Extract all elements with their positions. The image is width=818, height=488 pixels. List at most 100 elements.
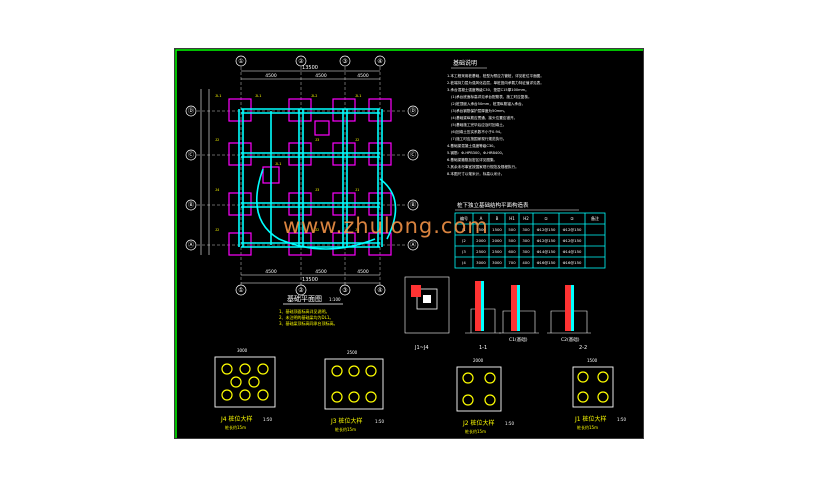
note-line: 3.承台混凝土强度等级C30，垫层C15厚100mm。 [447, 87, 529, 92]
table-cell: 3000 [476, 260, 486, 265]
svg-text:J3: J3 [315, 188, 319, 192]
pile-cap-label: J4 桩位大样 [220, 415, 253, 423]
table-cell: 500 [508, 227, 516, 232]
svg-text:J1: J1 [355, 188, 359, 192]
table-cell: Φ16@150 [563, 260, 582, 265]
dim-bottom-span: 4500 [357, 269, 369, 275]
table-cell: 1500 [476, 227, 486, 232]
notes-title: 基础说明 [453, 59, 477, 67]
dim-bottom-span: 4500 [265, 269, 277, 275]
pile-cap-dim: 3000 [237, 348, 248, 353]
axis-label-left: Ⓐ [188, 241, 194, 249]
pile-cap-scale: 1:50 [505, 421, 514, 426]
dim-bottom-total: 13500 [302, 277, 318, 283]
section-details: J1~J4 1-1 C1(基础) C2(基础) 2-2 [404, 276, 591, 351]
table-header: A [480, 216, 483, 221]
table-title: 桩下独立基础结构平面构造表 [457, 201, 529, 209]
plan-title: 基础平面图 [287, 294, 322, 303]
table-cell: J3 [461, 249, 466, 254]
detail-label: C2(基础) [561, 336, 580, 343]
table-cell: 3000 [492, 260, 502, 265]
table-cell: 400 [522, 260, 530, 265]
axis-label-bottom: ① [238, 287, 243, 294]
table-cell: 2000 [476, 238, 486, 243]
pile-cap-layouts: J4 桩位大样 1:50 桩长约15m 3000 J3 桩位大样 1:50 桩长… [214, 348, 626, 434]
svg-text:JL2: JL2 [311, 94, 317, 98]
axis-label-bottom: ② [298, 287, 304, 294]
table-cell: J2 [461, 238, 466, 243]
green-frame [175, 49, 643, 438]
svg-text:J4: J4 [215, 188, 219, 192]
drawing-sheet: 13500 4500 4500 4500 4500 4500 4500 1350… [174, 48, 644, 439]
svg-text:J1: J1 [355, 228, 359, 232]
table-cell: 2500 [476, 249, 486, 254]
pile-cap-note: 桩长约15m [577, 424, 598, 430]
axis-label-right: Ⓓ [410, 107, 416, 115]
note-line: 1.本工程采用桩基础，桩型为预应力管桩，详见桩位平面图。 [447, 73, 544, 78]
axis-label-right: Ⓑ [410, 201, 416, 209]
table-header: 编号 [460, 215, 468, 221]
note-line: (4)基础梁纵筋应贯通，接头位置应错开。 [451, 115, 517, 120]
note-line: 4.基础梁混凝土强度等级C30。 [447, 143, 497, 148]
table-cell: Φ12@150 [537, 227, 556, 232]
detail-label: 2-2 [579, 345, 587, 351]
table-cell: Φ16@150 [537, 260, 556, 265]
svg-text:J2: J2 [215, 138, 219, 142]
axis-label-bottom: ③ [342, 287, 347, 294]
plan-note: 1、基础顶面标高详见说明。 [279, 308, 330, 314]
svg-text:J2: J2 [355, 138, 359, 142]
svg-text:JL1: JL1 [355, 94, 361, 98]
pile-cap-scale: 1:50 [375, 419, 384, 424]
pile-cap-note: 桩长约15m [465, 428, 486, 434]
table-cell: J1 [461, 227, 466, 232]
table-cell: 300 [522, 249, 530, 254]
pile-cap-dim: 2500 [347, 350, 358, 355]
plan-note: 3、基础梁顶标高同承台顶标高。 [279, 320, 338, 326]
note-line: (7)施工时应按国家现行规范执行。 [451, 136, 506, 141]
pile-cap-scale: 1:50 [617, 417, 626, 422]
table-cell: Φ12@150 [563, 238, 582, 243]
note-line: 2.桩端持力层为强风化岩层，单桩竖向承载力特征值详见表。 [447, 80, 544, 85]
note-line: (3)承台钢筋保护层厚度为50mm。 [451, 108, 507, 113]
table-cell: 300 [522, 227, 530, 232]
pile-cap-dim: 2000 [473, 358, 484, 363]
table-cell: 600 [508, 249, 516, 254]
dim-top-total: 13500 [302, 65, 318, 71]
note-line: (1)承台底面标高详见承台配筋表，施工时应复核。 [451, 94, 532, 99]
note-line: (5)基础施工完毕后应及时回填土。 [451, 122, 506, 127]
axis-label-left: Ⓒ [188, 151, 194, 159]
table-header: ② [570, 216, 574, 221]
table-header: B [496, 216, 499, 221]
table-cell: 700 [508, 260, 516, 265]
table-cell: Φ12@150 [563, 227, 582, 232]
axis-label-bottom: ④ [377, 287, 382, 294]
table-cell: 500 [508, 238, 516, 243]
pile-cap-label: J3 桩位大样 [330, 417, 363, 425]
pile-cap-label: J1 桩位大样 [574, 415, 607, 423]
dim-top-span: 4500 [315, 73, 327, 79]
pile-cap-table: 桩下独立基础结构平面构造表 编号 A B H1 H2 ① ② 备注 [454, 201, 606, 269]
axis-label-top: ③ [342, 58, 347, 65]
note-line: (6)回填土压实系数不小于0.94。 [451, 129, 504, 134]
table-cell: 300 [522, 238, 530, 243]
pile-cap-scale: 1:50 [263, 417, 272, 422]
svg-text:JL1: JL1 [255, 94, 261, 98]
pile-cap-note: 桩长约15m [335, 426, 356, 432]
table-cell: Φ12@150 [537, 238, 556, 243]
table-header: ① [544, 216, 548, 221]
svg-text:J2: J2 [315, 228, 319, 232]
note-line: 6.基础梁箍筋加密区详见图集。 [447, 157, 497, 162]
notes-block: 基础说明 1.本工程采用桩基础，桩型为预应力管桩，详见桩位平面图。 2.桩端持力… [447, 59, 544, 176]
detail-label: C1(基础) [509, 336, 528, 343]
dim-top-span: 4500 [265, 73, 277, 79]
foundation-plan: 13500 4500 4500 4500 4500 4500 4500 1350… [185, 55, 419, 326]
note-line: (2)桩顶嵌入承台50mm，桩顶纵筋锚入承台。 [451, 101, 525, 106]
axis-label-top: ④ [377, 58, 382, 65]
svg-text:JL1: JL1 [215, 94, 221, 98]
axis-label-top: ① [238, 58, 243, 65]
pile-cap-dim: 1500 [587, 358, 598, 363]
table-cell: 2000 [492, 238, 502, 243]
table-cell: Φ14@150 [563, 249, 582, 254]
table-cell: 2500 [492, 249, 502, 254]
dim-bottom-span: 4500 [315, 269, 327, 275]
